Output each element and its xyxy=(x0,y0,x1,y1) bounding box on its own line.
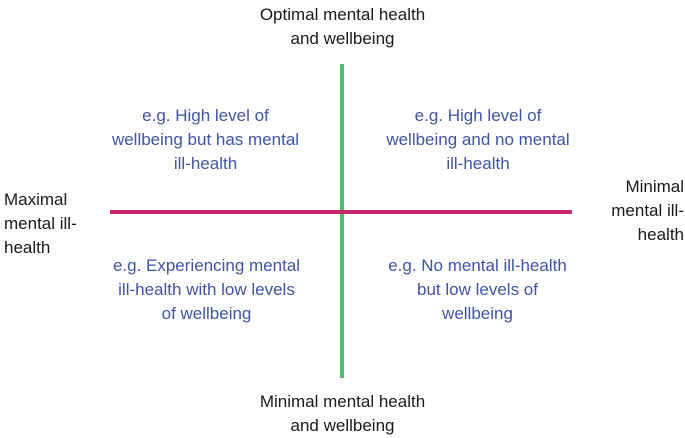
quadrant-bottom-right-text: e.g. No mental ill-health but low levels… xyxy=(388,256,567,323)
quadrant-bottom-left-text: e.g. Experiencing mental ill-health with… xyxy=(112,256,301,323)
horizontal-axis-line xyxy=(110,210,572,214)
vertical-axis-line xyxy=(340,64,344,378)
top-axis-label: Optimal mental health and wellbeing xyxy=(259,5,426,48)
quadrant-top-right-text: e.g. High level of wellbeing and no ment… xyxy=(386,106,570,173)
bottom-axis-label: Minimal mental health and wellbeing xyxy=(259,392,426,435)
quadrant-top-left-text: e.g. High level of wellbeing but has men… xyxy=(111,106,300,173)
right-axis-label: Minimal mental ill- health xyxy=(611,177,684,244)
left-axis-label: Maximal mental ill- health xyxy=(4,190,77,257)
